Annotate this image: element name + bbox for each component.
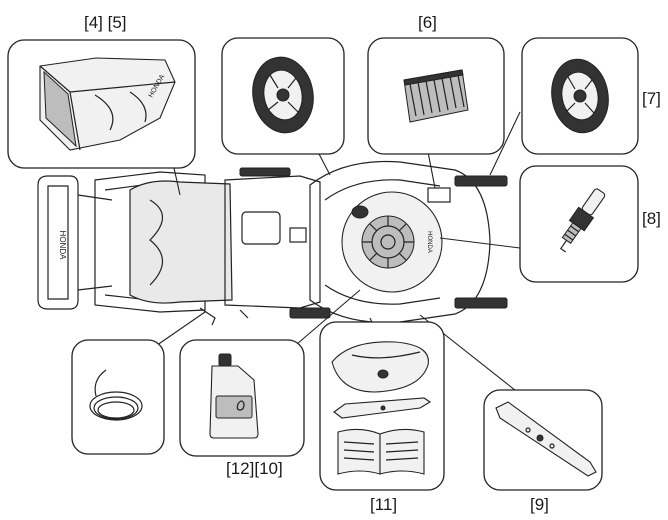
oil-bottle-icon <box>209 353 259 439</box>
label-rear-wheel: [7] <box>642 89 661 108</box>
callout-cable <box>71 339 165 455</box>
label-manual-kit: [11] <box>370 495 397 514</box>
cable-icon <box>89 369 143 421</box>
rear-wheel-icon <box>551 58 609 134</box>
mower-handle <box>37 175 79 310</box>
callout-grass-bag: [4] [5] HONDA <box>7 13 196 169</box>
mower-grass-bag <box>129 180 233 304</box>
label-air-filter: [6] <box>418 13 437 32</box>
leader-plug <box>439 237 521 249</box>
leader-lines <box>149 111 526 399</box>
callout-front-wheel <box>221 37 345 155</box>
blade-icon <box>495 401 597 477</box>
leader-wheel-front <box>317 151 331 176</box>
callout-manual-kit: [11] <box>319 321 445 514</box>
spark-plug-icon <box>559 188 606 253</box>
handle-logo: HONDA <box>58 231 67 261</box>
grass-bag-icon: HONDA <box>39 57 176 151</box>
leader-wheel-rear <box>489 111 521 176</box>
callout-rear-wheel: [7] <box>521 37 661 155</box>
label-oil: [12][10] <box>226 459 283 478</box>
mulch-plug-icon <box>331 341 429 393</box>
wheel-icon <box>252 56 314 134</box>
lawn-mower-top-view: HONDA HONDA <box>37 160 508 326</box>
label-spark-plug: [8] <box>642 209 661 228</box>
leader-oil <box>289 289 361 351</box>
callout-air-filter: [6] <box>367 13 505 155</box>
callout-oil: [12][10] <box>179 339 305 478</box>
mower-deck <box>309 160 491 324</box>
label-grass-bag: [4] [5] <box>84 13 127 32</box>
leader-filter <box>427 151 436 189</box>
label-blade: [9] <box>530 495 549 514</box>
air-filter-icon <box>403 69 469 123</box>
manual-book-icon <box>337 428 425 475</box>
callout-blade: [9] <box>483 389 603 514</box>
engine-logo: HONDA <box>426 231 432 253</box>
callout-spark-plug: [8] <box>519 165 661 283</box>
blade-small-icon <box>333 397 432 419</box>
